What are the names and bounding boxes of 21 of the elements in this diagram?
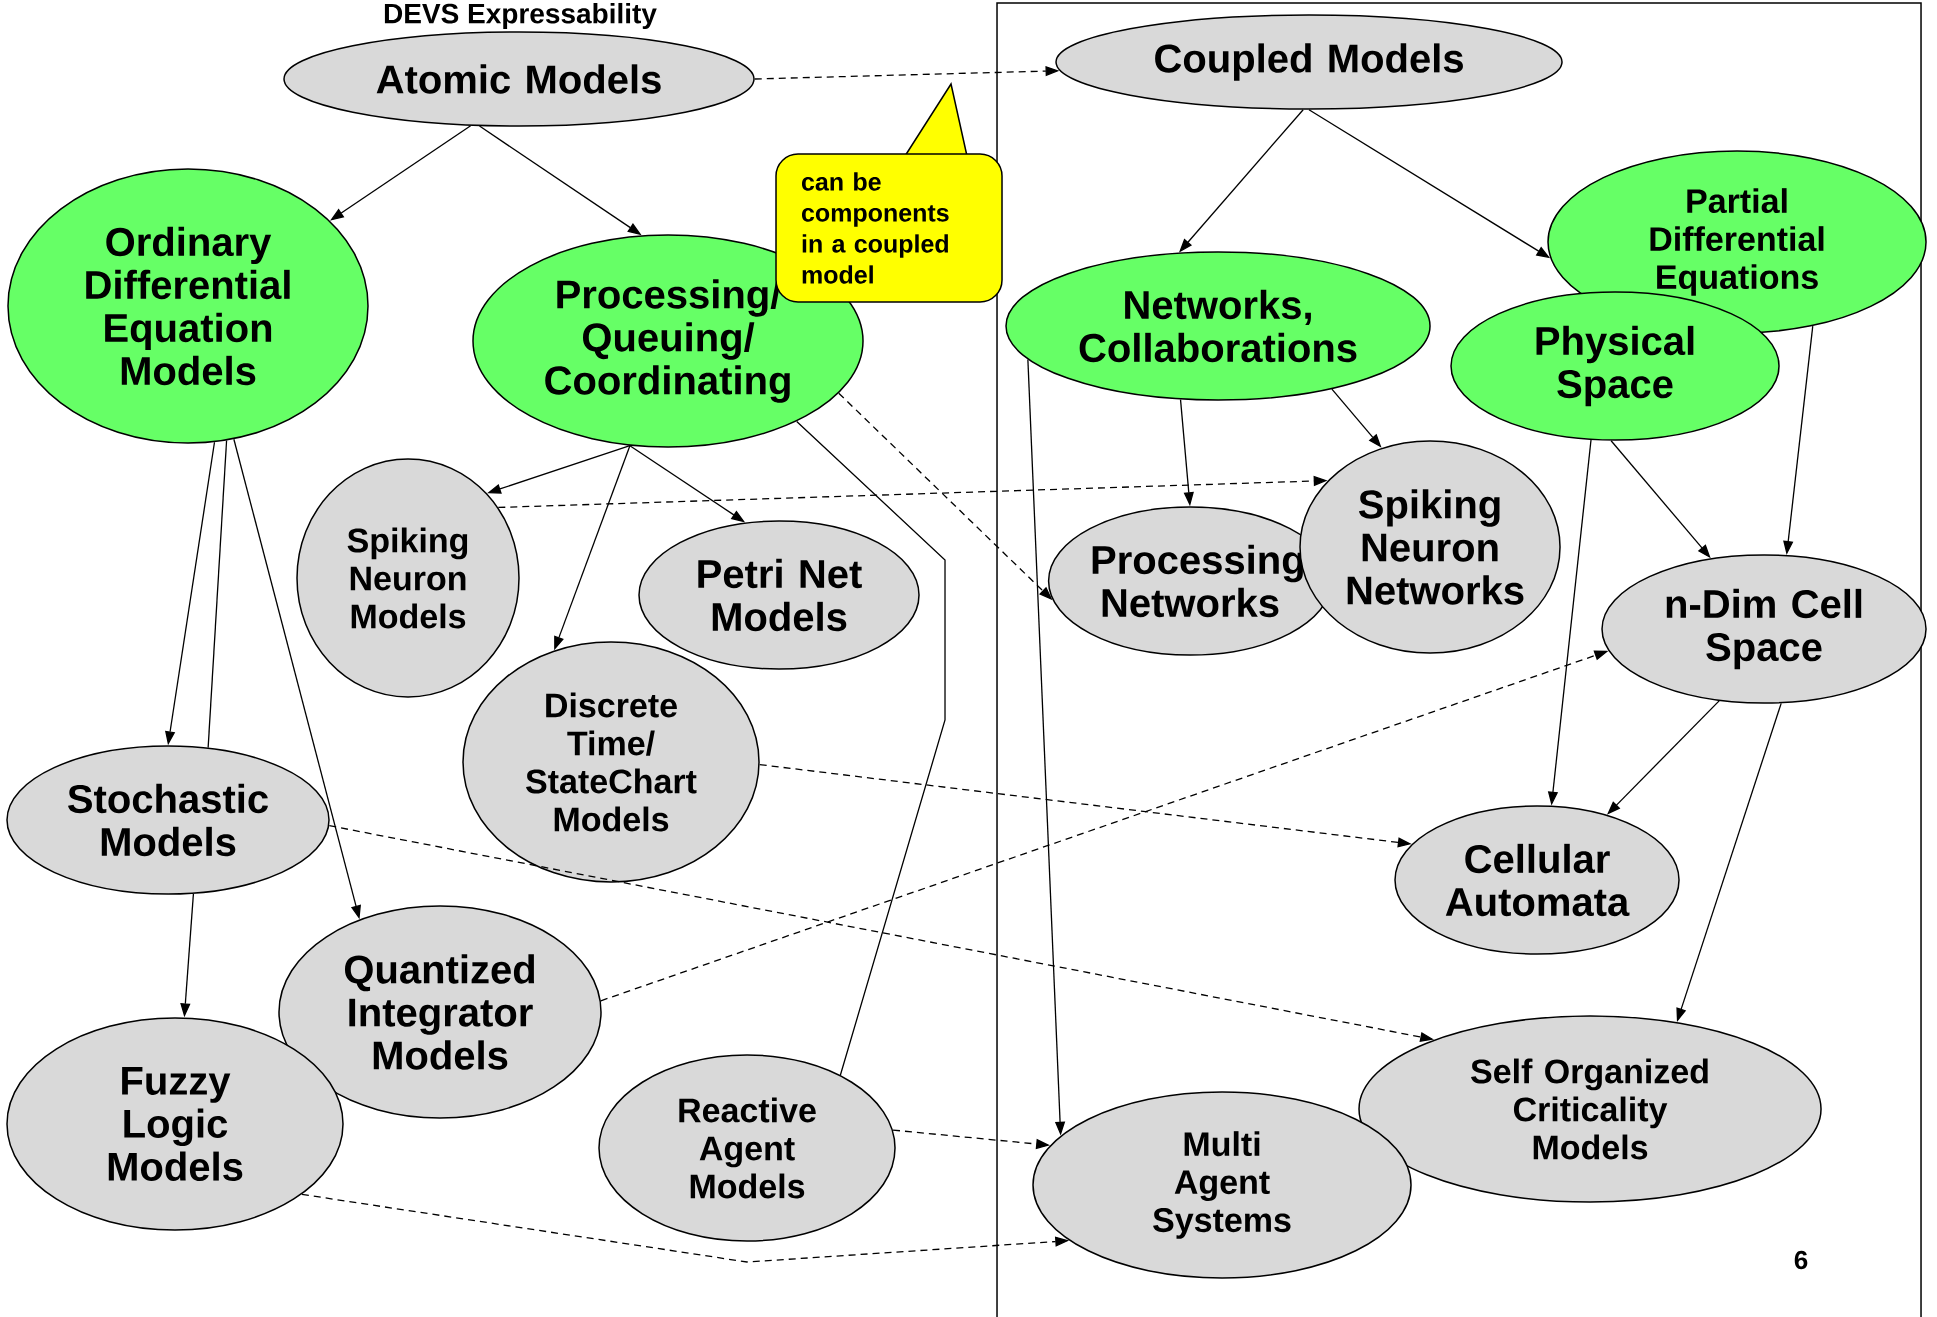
ellipse-node: Processing Networks [1047,506,1333,656]
ellipse-node: Fuzzy Logic Models [6,1017,344,1231]
ellipse-node: Networks, Collaborations [1005,251,1431,401]
ellipse-node: Coupled Models [1055,14,1563,110]
ellipse-node: Quantized Integrator Models [278,905,602,1119]
ellipse-node: Spiking Neuron Models [296,458,520,698]
ellipse-node: Reactive Agent Models [598,1054,896,1242]
ellipse-node: Ordinary Differential Equation Models [7,168,369,444]
ellipse-node: Multi Agent Systems [1032,1091,1412,1279]
ellipse-node: Atomic Models [283,31,755,127]
arrow [330,125,472,221]
ellipse-node: Stochastic Models [6,745,330,895]
connector-line [207,439,228,749]
ellipse-node: Discrete Time/ StateChart Models [462,641,760,883]
title: DEVS Expressability [384,2,657,30]
page-number: 6 [1794,1250,1808,1270]
ellipse-node: n-Dim Cell Space [1601,554,1927,704]
ellipse-node: Self Organized Criticality Models [1358,1015,1822,1203]
ellipse-node: Petri Net Models [638,520,920,670]
ellipse-node: Cellular Automata [1394,805,1680,955]
connector-line [796,420,946,1076]
